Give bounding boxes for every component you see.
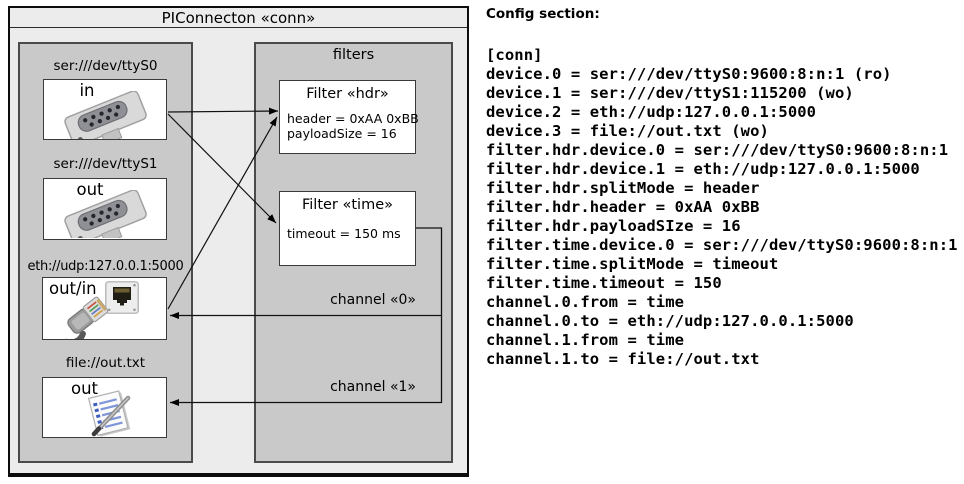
config-line: filter.hdr.payloadSIze = 16 <box>486 217 741 235</box>
channel-label-0: channel «0» <box>330 292 416 308</box>
device-label-ttyS0: ser:///dev/ttyS0 <box>53 58 158 74</box>
device-box-ttyS0: in <box>43 79 167 140</box>
config-line: filter.hdr.header = 0xAA 0xBB <box>486 198 760 216</box>
device-label-eth: eth://udp:127.0.0.1:5000 <box>27 259 184 274</box>
filter-box-hdr: Filter «hdr» header = 0xAA 0xBB payloadS… <box>279 80 419 154</box>
config-section: Config section: [conn] device.0 = ser://… <box>486 5 958 369</box>
filter-title: Filter «hdr» <box>306 86 389 102</box>
diagram-title: PIConnecton «conn» <box>10 8 467 28</box>
config-line: [conn] <box>486 46 543 64</box>
config-listing: [conn] device.0 = ser:///dev/ttyS0:9600:… <box>486 46 958 369</box>
filter-property: payloadSize = 16 <box>287 126 397 141</box>
config-line: filter.hdr.splitMode = header <box>486 179 760 197</box>
filter-title: Filter «time» <box>301 197 394 213</box>
device-box-file: out <box>42 377 167 438</box>
config-line: filter.time.splitMode = timeout <box>486 255 779 273</box>
connection-diagram: PIConnecton «conn» ser:///dev/ttyS0 in <box>8 6 469 477</box>
port-direction-label: in <box>79 81 95 100</box>
filter-box-time: Filter «time» timeout = 150 ms <box>279 191 416 266</box>
port-direction-label: out <box>70 379 99 398</box>
filters-panel-title: filters <box>332 47 375 63</box>
port-direction-label: out/in <box>49 279 97 298</box>
config-line: channel.1.from = time <box>486 331 685 349</box>
config-line: filter.hdr.device.1 = eth://udp:127.0.0.… <box>486 160 920 178</box>
device-label-ttyS1: ser:///dev/ttyS1 <box>53 156 158 172</box>
serial-connector-image <box>64 91 147 139</box>
ethernet-cable-image <box>63 296 109 339</box>
config-line: device.3 = file://out.txt (wo) <box>486 122 769 140</box>
config-line: channel.0.to = eth://udp:127.0.0.1:5000 <box>486 312 854 330</box>
filters-panel: filters Filter «hdr» header = 0xAA 0xBB … <box>254 42 453 463</box>
serial-connector-image <box>64 190 147 238</box>
config-line: device.0 = ser:///dev/ttyS0:9600:8:n:1 (… <box>486 65 892 83</box>
config-heading: Config section: <box>486 6 600 22</box>
filter-property: timeout = 150 ms <box>287 226 401 241</box>
channel-label-1: channel «1» <box>330 379 416 395</box>
config-line: device.1 = ser:///dev/ttyS1:115200 (wo) <box>486 84 854 102</box>
ethernet-port-icon <box>105 281 139 314</box>
config-line: device.2 = eth://udp:127.0.0.1:5000 <box>486 103 817 121</box>
config-line: filter.time.timeout = 150 <box>486 274 722 292</box>
filter-property: header = 0xAA 0xBB <box>287 111 419 126</box>
port-direction-label: out <box>76 180 104 199</box>
device-box-ttyS1: out <box>43 178 167 240</box>
device-label-file: file://out.txt <box>65 355 146 371</box>
config-line: channel.0.from = time <box>486 293 685 311</box>
notepad-pen-icon <box>87 390 131 437</box>
device-box-eth: out/in <box>42 277 167 340</box>
config-line: filter.hdr.device.0 = ser:///dev/ttyS0:9… <box>486 141 949 159</box>
config-line: channel.1.to = file://out.txt <box>486 350 760 368</box>
devices-panel: ser:///dev/ttyS0 in ser:///dev/ttyS1 <box>18 42 193 463</box>
config-line: filter.time.device.0 = ser:///dev/ttyS0:… <box>486 236 958 254</box>
